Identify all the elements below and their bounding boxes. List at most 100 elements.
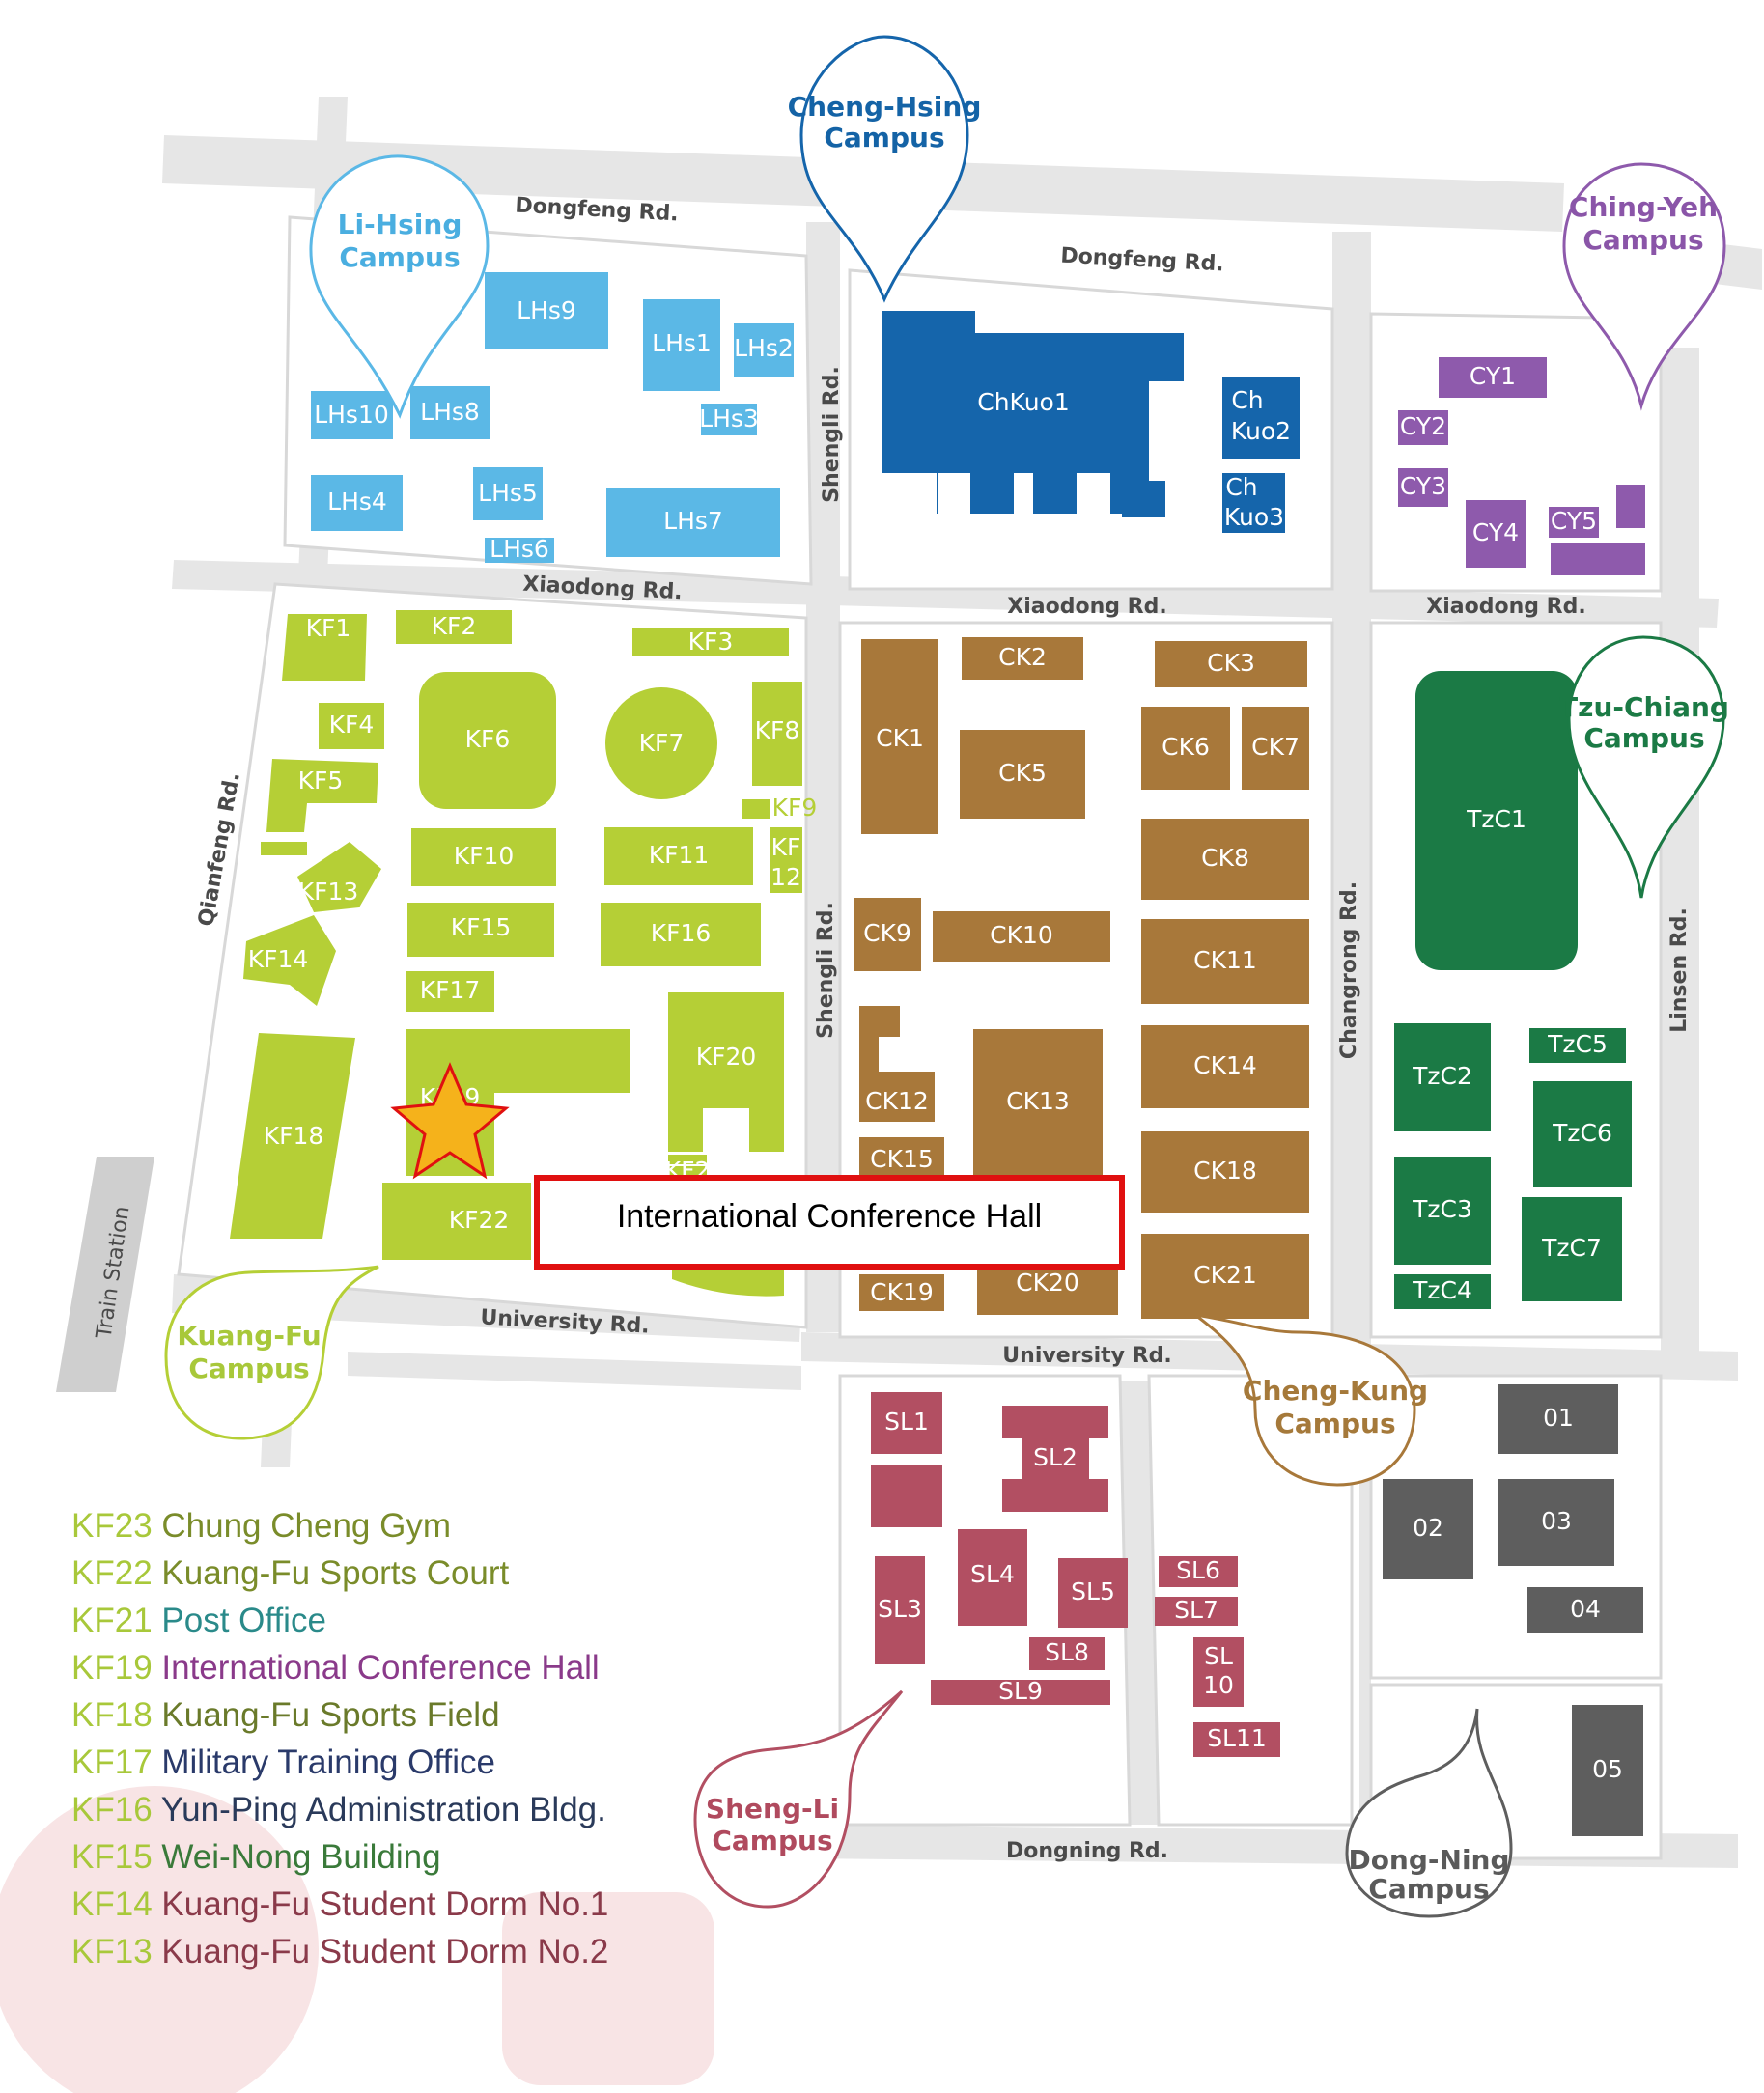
legend-code: KF15 xyxy=(71,1838,153,1876)
building-ck11[interactable]: CK11 xyxy=(1141,919,1309,1004)
building-kf4[interactable]: KF4 xyxy=(319,703,384,749)
building-tzc7[interactable]: TzC7 xyxy=(1522,1197,1622,1301)
campus-bubble-shengli[interactable]: Sheng-Li Campus xyxy=(693,1689,904,1909)
building-kf9[interactable]: KF9 xyxy=(742,794,817,822)
building-sl5[interactable]: SL5 xyxy=(1058,1558,1128,1628)
legend-name: Kuang-Fu Student Dorm No.1 xyxy=(152,1885,609,1923)
building-lhs8[interactable]: LHs8 xyxy=(410,386,490,439)
building-cy1[interactable]: CY1 xyxy=(1439,357,1547,398)
campus-bubble-tzuchiang[interactable]: Tzu-Chiang Campus xyxy=(1559,635,1729,899)
building-kf18[interactable]: KF18 xyxy=(230,1033,355,1239)
building-lhs7[interactable]: LHs7 xyxy=(606,488,780,557)
building-label: CK1 xyxy=(876,724,924,752)
building-lhs2[interactable]: LHs2 xyxy=(734,323,794,377)
building-sl2[interactable]: SL2 xyxy=(1002,1406,1108,1512)
building-kf17[interactable]: KF17 xyxy=(406,971,494,1012)
building-ck8[interactable]: CK8 xyxy=(1141,819,1309,900)
building-kf7[interactable]: KF7 xyxy=(605,687,717,799)
building-kf20[interactable]: KF20 xyxy=(668,992,784,1152)
building-ck7[interactable]: CK7 xyxy=(1242,707,1309,790)
building-ck18[interactable]: CK18 xyxy=(1141,1131,1309,1213)
campus-bubble-chingyeh[interactable]: Ching-Yeh Campus xyxy=(1562,162,1726,411)
building-lhs10[interactable]: LHs10 xyxy=(311,391,393,439)
building-sl3[interactable]: SL3 xyxy=(875,1556,925,1664)
building-sl11[interactable]: SL11 xyxy=(1193,1722,1280,1757)
building-ck3[interactable]: CK3 xyxy=(1155,641,1307,687)
building-label: CK8 xyxy=(1201,844,1249,872)
building-chkuo3[interactable]: Ch Kuo3 xyxy=(1222,473,1285,533)
building-ck5[interactable]: CK5 xyxy=(960,730,1085,819)
building-tzc1[interactable]: TzC1 xyxy=(1415,671,1578,970)
building-label: KF22 xyxy=(449,1206,510,1234)
campus-label: Tzu-Chiang xyxy=(1559,691,1729,723)
building-ck21[interactable]: CK21 xyxy=(1141,1234,1309,1319)
building-ck14[interactable]: CK14 xyxy=(1141,1025,1309,1108)
building-ck2[interactable]: CK2 xyxy=(962,637,1083,680)
building-ck15[interactable]: CK15 xyxy=(859,1137,944,1182)
building-cy3[interactable]: CY3 xyxy=(1398,468,1448,507)
building-lhs6[interactable]: LHs6 xyxy=(485,535,554,563)
building-kf5[interactable]: KF5 xyxy=(261,759,378,855)
building-ck12[interactable]: CK12 xyxy=(859,1006,935,1122)
building-label: LHs4 xyxy=(327,488,387,516)
building-kf8[interactable]: KF8 xyxy=(752,682,802,786)
building-label: CK13 xyxy=(1006,1087,1070,1115)
building-sl7[interactable]: SL7 xyxy=(1155,1596,1238,1626)
building-sl1[interactable]: SL1 xyxy=(871,1392,942,1527)
building-cy4[interactable]: CY4 xyxy=(1466,500,1526,568)
building-lhs3[interactable]: LHs3 xyxy=(699,404,759,435)
building-kf10[interactable]: KF10 xyxy=(411,828,556,886)
campus-bubble-chenghsing[interactable]: Cheng-Hsing Campus xyxy=(788,35,982,303)
building-label: SL1 xyxy=(884,1408,929,1436)
campus-bubble-kuangfu[interactable]: Kuang-Fu Campus xyxy=(164,1265,379,1440)
building-tzc5[interactable]: TzC5 xyxy=(1529,1028,1626,1063)
building-kf2[interactable]: KF2 xyxy=(396,610,512,644)
building-dn04[interactable]: 04 xyxy=(1527,1587,1643,1633)
building-sl4[interactable]: SL4 xyxy=(958,1529,1027,1626)
building-ck19[interactable]: CK19 xyxy=(859,1274,944,1311)
building-label: 03 xyxy=(1541,1507,1572,1535)
building-tzc6[interactable]: TzC6 xyxy=(1533,1081,1632,1187)
building-chkuo1[interactable]: ChKuo1 xyxy=(882,311,1184,517)
building-lhs9[interactable]: LHs9 xyxy=(485,272,608,349)
building-kf16[interactable]: KF16 xyxy=(601,903,761,966)
building-dn02[interactable]: 02 xyxy=(1383,1479,1473,1579)
building-ck1[interactable]: CK1 xyxy=(861,639,938,834)
building-kf13[interactable]: KF13 xyxy=(297,842,381,912)
building-kf15[interactable]: KF15 xyxy=(407,903,554,957)
conference-hall-callout[interactable]: International Conference Hall xyxy=(534,1175,1125,1270)
building-kf1[interactable]: KF1 xyxy=(282,614,367,681)
building-kf3[interactable]: KF3 xyxy=(632,628,789,656)
building-dn01[interactable]: 01 xyxy=(1498,1384,1618,1454)
building-tzc4[interactable]: TzC4 xyxy=(1394,1274,1491,1309)
building-tzc3[interactable]: TzC3 xyxy=(1394,1157,1491,1265)
building-ck10[interactable]: CK10 xyxy=(933,911,1110,962)
building-lhs1[interactable]: LHs1 xyxy=(643,299,720,391)
legend-code: KF14 xyxy=(71,1885,153,1923)
building-kf11[interactable]: KF11 xyxy=(604,827,753,885)
building-kf14[interactable]: KF14 xyxy=(243,915,336,1006)
building-dn05[interactable]: 05 xyxy=(1572,1705,1643,1836)
building-lhs4[interactable]: LHs4 xyxy=(311,475,403,531)
building-dn03[interactable]: 03 xyxy=(1498,1479,1614,1566)
building-label: CY1 xyxy=(1470,362,1516,390)
building-kf22[interactable]: KF22 xyxy=(382,1183,531,1260)
building-chkuo2[interactable]: Ch Kuo2 xyxy=(1222,377,1300,459)
building-ck9[interactable]: CK9 xyxy=(854,898,921,971)
campus-bubble-lihsing[interactable]: Li-Hsing Campus xyxy=(309,154,490,419)
building-tzc2[interactable]: TzC2 xyxy=(1394,1023,1491,1131)
building-ck6[interactable]: CK6 xyxy=(1141,707,1230,790)
building-cy5[interactable]: CY5 xyxy=(1549,485,1645,575)
building-label: TzC3 xyxy=(1412,1195,1472,1223)
campus-bubble-chengkung[interactable]: Cheng-Kung Campus xyxy=(1194,1313,1428,1487)
building-sl9[interactable]: SL9 xyxy=(931,1677,1110,1705)
building-cy2[interactable]: CY2 xyxy=(1398,410,1448,445)
building-kf6[interactable]: KF6 xyxy=(419,672,556,809)
campus-label: Campus xyxy=(1583,722,1704,754)
building-sl8[interactable]: SL8 xyxy=(1029,1637,1105,1670)
campus-bubble-dongning[interactable]: Dong-Ning Campus xyxy=(1345,1708,1513,1918)
building-lhs5[interactable]: LHs5 xyxy=(473,467,543,520)
building-sl6[interactable]: SL6 xyxy=(1159,1556,1238,1587)
